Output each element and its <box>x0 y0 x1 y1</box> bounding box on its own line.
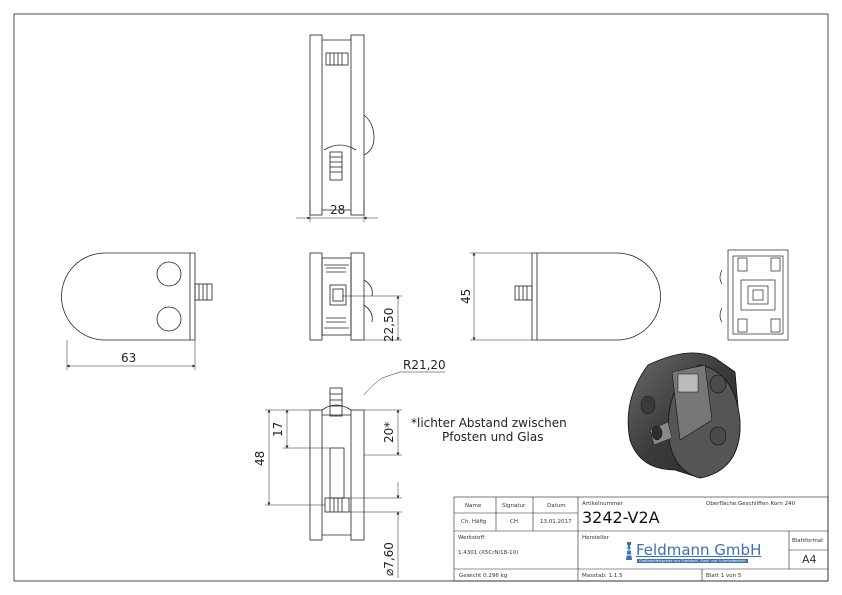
note-line-1: *lichter Abstand zwischen <box>411 416 567 430</box>
date-label: Datum <box>547 503 566 509</box>
sheet-number: Blatt 1 von 5 <box>706 573 742 579</box>
dim-top-width: 28 <box>330 203 345 217</box>
name-value: Ch. Häfig <box>461 519 487 525</box>
dim-left-width: 63 <box>121 351 136 365</box>
dim-bottom-48: 48 <box>253 451 267 466</box>
view-center <box>309 252 402 341</box>
signature-label: Signatur <box>502 503 526 509</box>
view-right <box>470 252 661 341</box>
material-value: 1.4301 (X5CrNi18-10) <box>458 550 519 556</box>
logo: Feldmann GmbH <box>622 540 761 561</box>
article-label: Artikelnummer <box>582 501 623 507</box>
article-number: 3242-V2A <box>582 508 660 527</box>
sheet-format-label: Blattformat <box>792 538 824 544</box>
logo-subline: Großhandelspreise aus Edelstahl, Stahl u… <box>637 559 748 563</box>
sheet-format-value: A4 <box>802 553 817 566</box>
surface-label: Oberfläche: <box>706 501 739 507</box>
title-block-grid <box>453 496 829 582</box>
view-top <box>296 34 378 222</box>
surface-value: Geschliffen Korn 240 <box>738 501 796 507</box>
name-label: Name <box>465 503 482 509</box>
view-bottom <box>265 371 445 578</box>
dim-bottom-20: 20* <box>382 422 396 443</box>
weight-value: Gewicht 0.296 kg <box>459 573 508 579</box>
scale-value: Masstab: 1:1.5 <box>582 573 623 579</box>
view-left <box>61 252 213 370</box>
view-isometric <box>627 352 741 479</box>
dim-bottom-17: 17 <box>271 422 285 437</box>
dim-right-height: 45 <box>459 289 473 304</box>
view-back <box>719 249 789 341</box>
date-value: 13.01.2017 <box>540 519 572 525</box>
dim-center-height: 22,50 <box>382 308 396 342</box>
lighthouse-icon <box>626 541 632 560</box>
drawing-border <box>13 13 829 582</box>
dim-radius: R21,20 <box>403 358 446 372</box>
signature-value: CH <box>510 519 518 525</box>
logo-text: Feldmann GmbH <box>636 541 762 559</box>
material-label: Werkstoff: <box>458 535 486 541</box>
manufacturer-label: Hersteller <box>582 535 609 541</box>
dim-bottom-diameter: ⌀7,60 <box>382 542 396 576</box>
note-line-2: Pfosten und Glas <box>442 430 543 444</box>
